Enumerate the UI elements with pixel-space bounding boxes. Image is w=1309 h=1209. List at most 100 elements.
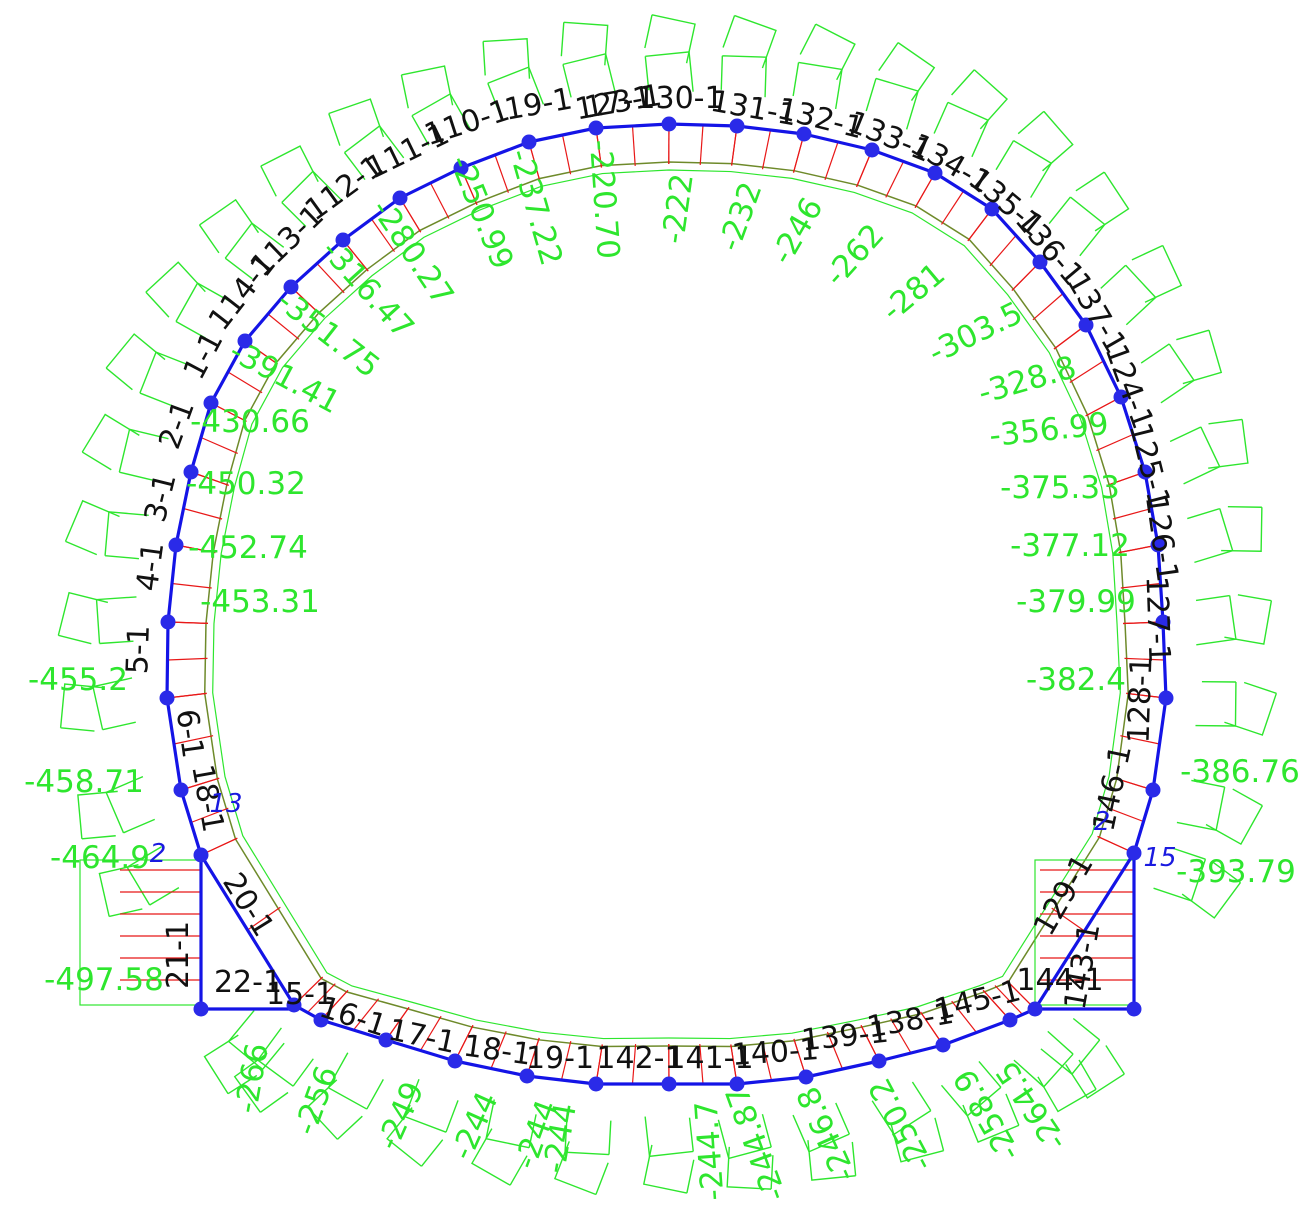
local-axis-frame	[807, 1140, 857, 1181]
element-label: 1-1	[177, 326, 231, 386]
force-hatch-line	[940, 190, 965, 225]
force-hatch-line	[890, 1018, 912, 1054]
force-hatch-line	[173, 735, 214, 745]
node-marker	[159, 690, 175, 706]
force-hatch-line	[267, 313, 300, 340]
local-axis-frame	[1208, 418, 1249, 469]
node-marker	[160, 614, 176, 630]
force-hatch-line	[699, 124, 704, 165]
local-axis-frame	[726, 1146, 774, 1190]
element-label: 19-1	[526, 1041, 594, 1076]
local-axis-frame	[233, 1052, 289, 1113]
force-hatch-line	[1069, 360, 1104, 384]
force-value-label: -393.79	[1176, 854, 1296, 890]
local-axis-frame	[1169, 426, 1221, 485]
support-label: 13	[209, 789, 242, 819]
force-hatch-line	[200, 436, 238, 454]
support-label: 2	[150, 839, 167, 869]
node-marker	[519, 1068, 535, 1084]
support-label: 2	[1094, 807, 1111, 837]
force-value-label: -430.66	[190, 404, 310, 440]
local-axis-frames	[57, 14, 1278, 1196]
node-marker	[796, 126, 812, 142]
node-marker	[173, 782, 189, 798]
force-value-label: -452.74	[188, 530, 308, 566]
local-axis-frame	[1176, 329, 1223, 385]
node-markers	[159, 116, 1174, 1092]
local-axis-frame	[59, 683, 105, 732]
local-axis-frame	[1065, 1045, 1125, 1099]
force-hatch-line	[631, 125, 636, 166]
node-marker	[521, 134, 537, 150]
local-axis-frame	[642, 1144, 695, 1194]
node-marker	[453, 160, 469, 176]
force-envelope-outer	[212, 169, 1121, 1040]
node-marker	[1145, 782, 1161, 798]
node-marker	[729, 118, 745, 134]
force-hatch-line	[994, 985, 1023, 1015]
force-hatch-line	[1112, 507, 1152, 520]
local-axis-frame	[644, 1116, 694, 1158]
force-hatch-line	[631, 1044, 637, 1085]
force-value-label: -232	[712, 177, 770, 255]
force-value-label: -377.12	[1010, 528, 1130, 564]
element-label: 127-1	[1138, 575, 1176, 663]
local-axis-frame	[890, 1117, 945, 1163]
element-label: 110-1	[420, 93, 514, 153]
node-marker	[392, 190, 408, 206]
node-marker	[1113, 389, 1129, 405]
local-axis-frame	[145, 261, 206, 318]
element-id-labels: 17-1130-1131-1132-1133-1134-1135-1136-11…	[120, 78, 1185, 1076]
node-marker	[1150, 537, 1166, 553]
node-marker	[183, 464, 199, 480]
element-label: 4-1	[130, 540, 171, 593]
local-axis-frame	[1017, 110, 1074, 172]
local-axis-frame	[306, 1079, 363, 1140]
node-marker	[661, 116, 677, 132]
node-marker	[313, 1012, 329, 1028]
node-marker	[1032, 254, 1048, 270]
local-axis-frame	[1040, 1017, 1101, 1076]
node-marker	[588, 120, 604, 136]
force-hatch-line	[885, 161, 905, 198]
local-axis-frame	[400, 65, 454, 109]
element-label: 6-1	[169, 707, 210, 760]
local-axis-frame	[1131, 244, 1183, 303]
local-axis-frame	[1195, 680, 1237, 727]
node-marker	[1155, 614, 1171, 630]
force-hatch-line	[371, 218, 395, 253]
force-hatch-line	[494, 154, 509, 193]
force-value-label: -450.32	[186, 466, 306, 502]
force-value-label: -328.8	[974, 349, 1080, 411]
force-envelope-inner	[203, 161, 1130, 1048]
force-hatch-line	[699, 1044, 704, 1085]
local-axis-frame	[1181, 861, 1242, 919]
node-marker	[935, 1037, 951, 1053]
local-axis-frame	[560, 21, 609, 66]
force-hatch-line	[429, 182, 450, 219]
force-hatch-line	[761, 1041, 773, 1081]
force-value-label: -379.99	[1016, 584, 1136, 620]
force-value-label: -303.5	[923, 295, 1029, 371]
local-axis-frame	[1037, 1059, 1097, 1113]
node-marker	[588, 1076, 604, 1092]
force-hatch-line	[316, 263, 345, 294]
element-label: 123-1	[572, 78, 664, 128]
element-label: 15-1	[266, 977, 334, 1012]
node-marker	[378, 1032, 394, 1048]
element-label: 20-1	[215, 867, 281, 943]
local-axis-frame	[1075, 171, 1130, 232]
force-value-label: -453.31	[200, 584, 320, 620]
element-label: 130-1	[636, 81, 723, 116]
local-axis-frame	[878, 42, 936, 101]
force-value-label: -244	[444, 1086, 506, 1165]
local-axis-frame	[1221, 505, 1263, 552]
force-value-label: -266	[228, 1040, 276, 1116]
node-marker	[984, 201, 1000, 217]
force-hatch-line	[307, 983, 336, 1013]
force-hatch-line	[419, 1015, 442, 1051]
local-axis-frame	[105, 333, 166, 391]
local-axis-frame	[81, 413, 140, 471]
node-marker	[871, 1053, 887, 1069]
